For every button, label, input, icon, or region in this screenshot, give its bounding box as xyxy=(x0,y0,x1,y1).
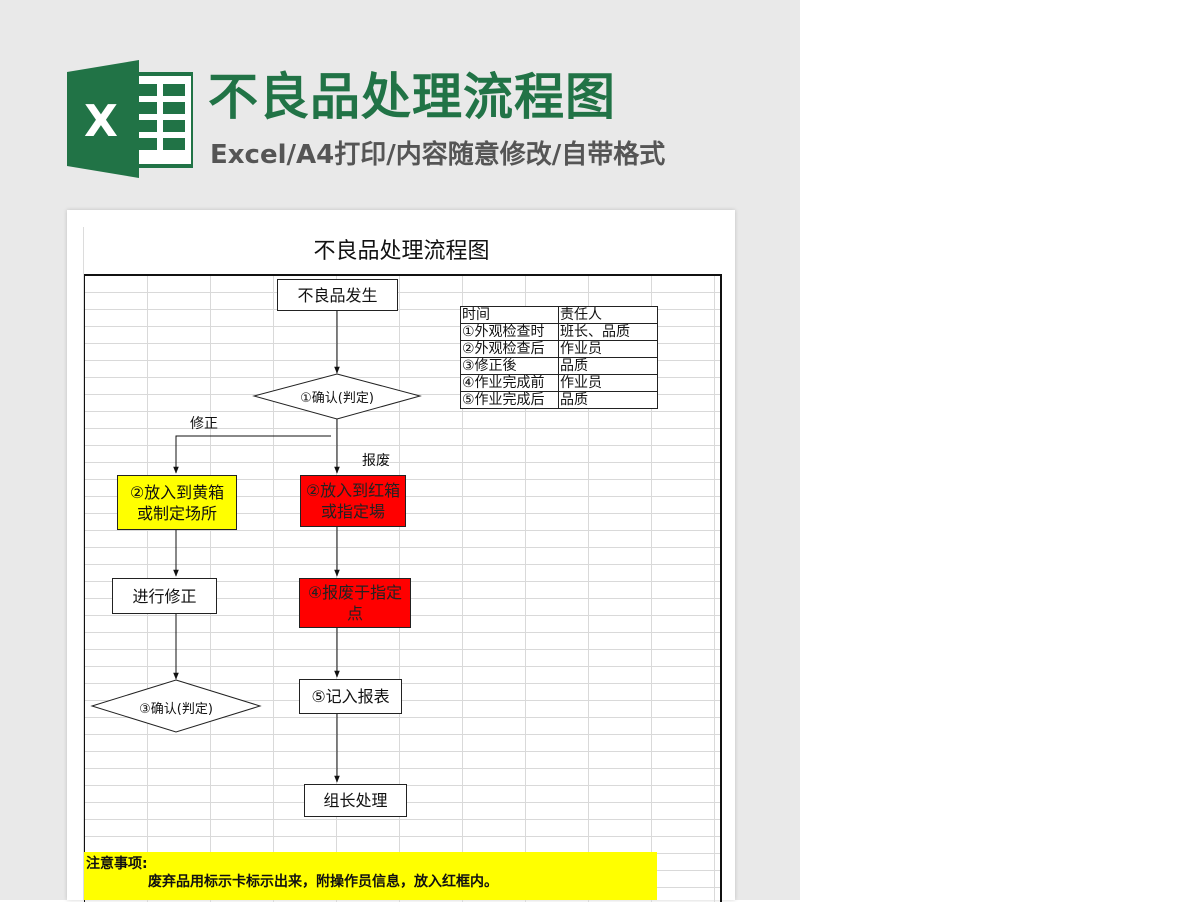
sheet-title: 不良品处理流程图 xyxy=(313,239,490,264)
decision-1-label[interactable]: ①确认(判定) xyxy=(300,391,374,406)
table-cell[interactable]: ④作业完成前 xyxy=(460,374,559,392)
page-subtitle: Excel/A4打印/内容随意修改/自带格式 xyxy=(210,140,666,170)
flow-record[interactable]: ⑤记入报表 xyxy=(299,679,402,714)
page-title: 不良品处理流程图 xyxy=(208,68,616,126)
table-cell[interactable]: 品质 xyxy=(558,391,658,409)
table-row: ③修正後 品质 xyxy=(460,357,658,375)
table-row: ④作业完成前 作业员 xyxy=(460,374,658,392)
flow-scrap-box[interactable]: ④报废于指定点 xyxy=(299,578,411,628)
table-cell[interactable]: ①外观检查时 xyxy=(460,323,559,341)
table-cell[interactable]: 品质 xyxy=(558,357,658,375)
table-cell[interactable]: 作业员 xyxy=(558,374,658,392)
excel-logo-letter: X xyxy=(84,96,118,147)
table-header-cell[interactable]: 责任人 xyxy=(558,306,658,324)
flow-leader[interactable]: 组长处理 xyxy=(304,784,407,817)
table-cell[interactable]: ②外观检查后 xyxy=(460,340,559,358)
table-row: ①外观检查时 班长、品质 xyxy=(460,323,658,341)
flow-yellow-box[interactable]: ②放入到黄箱或制定场所 xyxy=(117,475,237,530)
excel-icon: X xyxy=(67,60,193,178)
table-cell[interactable]: 作业员 xyxy=(558,340,658,358)
responsibility-table: 时间 责任人 ①外观检查时 班长、品质 ②外观检查后 作业员 ③修正後 品质 ④… xyxy=(460,306,658,409)
decision-diamond-2 xyxy=(90,679,262,733)
table-row: ②外观检查后 作业员 xyxy=(460,340,658,358)
notice-text: 废弃品用标示卡标示出来，附操作员信息，放入红框内。 xyxy=(148,874,498,890)
table-header-cell[interactable]: 时间 xyxy=(460,306,559,324)
flow-red-box[interactable]: ②放入到红箱或指定場 xyxy=(300,475,406,527)
decision-2-label[interactable]: ③确认(判定) xyxy=(139,702,213,717)
table-cell[interactable]: 班长、品质 xyxy=(558,323,658,341)
notice-block[interactable]: 注意事项: 废弃品用标示卡标示出来，附操作员信息，放入红框内。 xyxy=(84,852,657,900)
flow-correct[interactable]: 进行修正 xyxy=(112,578,217,614)
arrow-decision1-to-yellow xyxy=(173,435,331,474)
branch-scrap-label: 报废 xyxy=(362,453,390,469)
table-cell[interactable]: ③修正後 xyxy=(460,357,559,375)
branch-correct-label: 修正 xyxy=(190,416,218,432)
notice-heading: 注意事项: xyxy=(86,856,148,872)
table-header-row: 时间 责任人 xyxy=(460,306,658,324)
table-row: ⑤作业完成后 品质 xyxy=(460,391,658,409)
decision-diamond-1 xyxy=(252,373,422,420)
flow-start[interactable]: 不良品发生 xyxy=(277,279,398,311)
table-cell[interactable]: ⑤作业完成后 xyxy=(460,391,559,409)
